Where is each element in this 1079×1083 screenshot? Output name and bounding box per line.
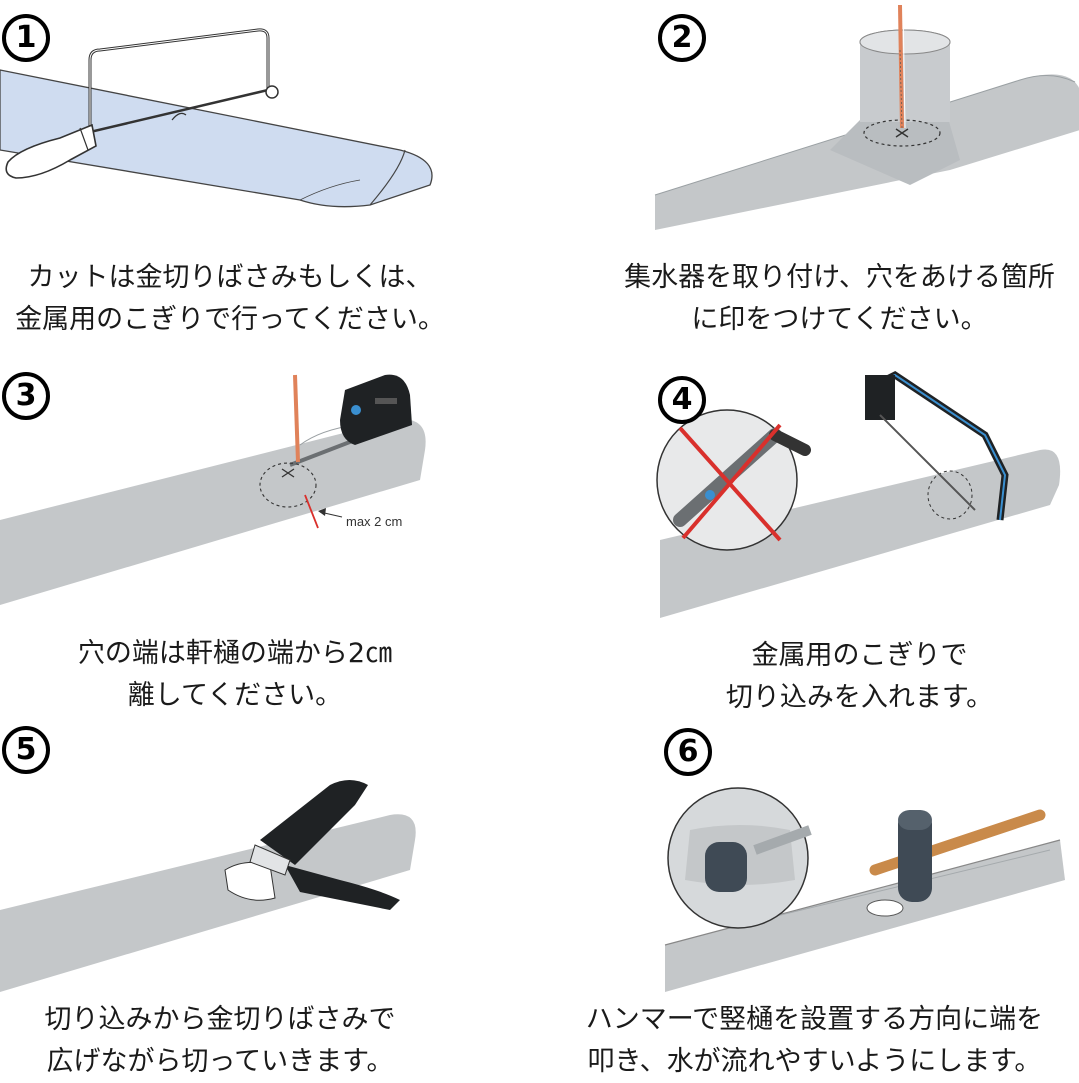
caption-line: 離してください。 — [127, 680, 343, 711]
step-number-badge: 2 — [658, 14, 706, 62]
snips-cutting-illustration — [0, 780, 416, 992]
step-number-badge: 6 — [664, 728, 712, 776]
caption-line: 金属用のこぎりで — [751, 640, 968, 671]
caption-line: ハンマーで竪樋を設置する方向に端を — [585, 1004, 1044, 1035]
step-number-badge: 5 — [2, 726, 50, 774]
caption-line: 穴の端は軒樋の端から2㎝ — [77, 638, 393, 669]
hammer-shaping-illustration — [664, 787, 1065, 992]
caption-line: 金属用のこぎりで行ってください。 — [15, 304, 445, 335]
max-distance-label: max 2 cm — [346, 514, 402, 529]
caption-line: 集水器を取り付け、穴をあける箇所 — [624, 262, 1055, 293]
step-4-caption: 金属用のこぎりで 切り込みを入れます。 — [640, 635, 1079, 719]
caption-line: 広げながら切っていきます。 — [46, 1046, 394, 1077]
caption-line: に印をつけてください。 — [691, 304, 988, 335]
step-number-badge: 3 — [2, 372, 50, 420]
step-number-badge: 1 — [2, 14, 50, 62]
tape-measure-marking-illustration: max 2 cm — [0, 374, 426, 605]
step-2-caption: 集水器を取り付け、穴をあける箇所 に印をつけてください。 — [600, 257, 1079, 341]
saw-cut-illustration — [656, 370, 1061, 618]
step-number-badge: 4 — [658, 376, 706, 424]
caption-line: 切り込みから金切りばさみで — [44, 1004, 396, 1035]
step-3-caption: 穴の端は軒樋の端から2㎝ 離してください。 — [0, 633, 470, 717]
caption-line: カットは金切りばさみもしくは、 — [27, 262, 433, 293]
step-5-caption: 切り込みから金切りばさみで 広げながら切っていきます。 — [0, 999, 440, 1083]
caption-line: 切り込みを入れます。 — [725, 682, 994, 713]
step-6-caption: ハンマーで竪樋を設置する方向に端を 叩き、水が流れやすいようにします。 — [550, 999, 1079, 1083]
outlet-marking-illustration — [654, 4, 1079, 230]
step-1-caption: カットは金切りばさみもしくは、 金属用のこぎりで行ってください。 — [0, 257, 460, 341]
hacksaw-cutting-gutter-illustration — [0, 28, 433, 208]
caption-line: 叩き、水が流れやすいようにします。 — [587, 1046, 1042, 1077]
